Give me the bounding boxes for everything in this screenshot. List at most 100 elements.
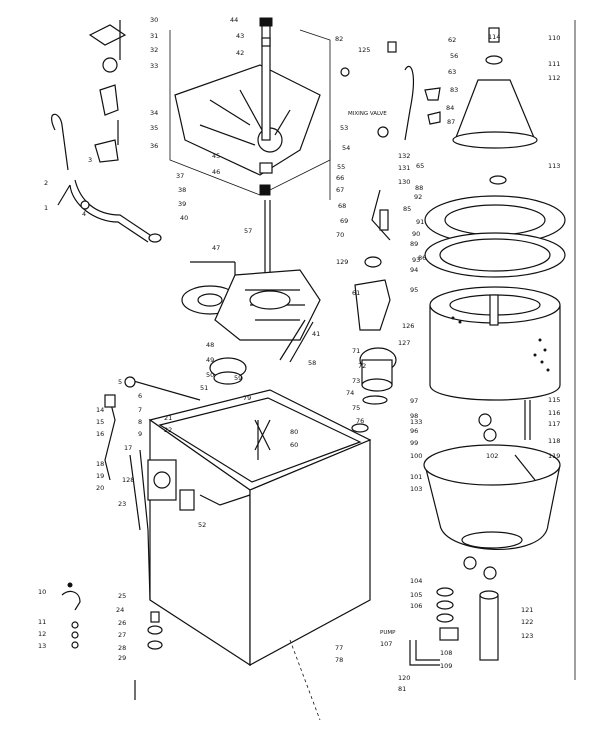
callout-56: 56 [450,52,458,60]
callout-21: 21 [164,414,172,422]
callout-133: 133 [410,418,422,426]
callout-50: 50 [206,371,214,379]
callout-121: 121 [521,606,533,614]
callout-104: 104 [410,577,422,585]
basket-perforations [451,316,550,372]
callout-76: 76 [356,417,364,425]
callout-123: 123 [521,632,533,640]
callout-29: 29 [118,654,126,662]
callout-53: 53 [340,124,348,132]
callout-80: 80 [290,428,298,436]
callout-36: 36 [150,142,158,150]
callout-13: 13 [38,642,46,650]
callout-57: 57 [244,227,252,235]
callout-labels: 3031323334353621373839404443424546574741… [38,16,560,693]
callout-32: 32 [150,46,158,54]
callout-131: 131 [398,164,410,172]
callout-109: 109 [440,662,452,670]
callout-58: 58 [308,359,316,367]
callout-92: 92 [414,193,422,201]
callout-17: 17 [124,444,132,452]
callout-39: 39 [178,200,186,208]
callout-82: 82 [335,35,343,43]
callout-59: 59 [234,374,242,382]
callout-23: 23 [118,500,126,508]
motor-group [340,41,497,442]
callout-111: 111 [548,60,560,68]
callout-31: 31 [150,32,158,40]
callout-129: 129 [336,258,348,266]
callout-24: 24 [116,606,124,614]
callout-1: 1 [44,204,48,212]
callout-45: 45 [212,152,220,160]
callout-117: 117 [548,420,560,428]
callout-81: 81 [398,685,406,693]
callout-77: 77 [335,644,343,652]
callout-66: 66 [336,174,344,182]
callout-91: 91 [416,218,424,226]
callout-25: 25 [118,592,126,600]
callout-86: 86 [418,254,426,262]
callout-110: 110 [548,34,560,42]
callout-8: 8 [138,418,142,426]
callout-107: 107 [380,640,392,648]
callout-96: 96 [410,427,418,435]
callout-3: 3 [88,156,92,164]
callout-9: 9 [138,430,142,438]
callout-67: 67 [336,186,344,194]
callout-38: 38 [178,186,186,194]
callout-125: 125 [358,46,370,54]
callout-27: 27 [118,631,126,639]
callout-90: 90 [412,230,420,238]
callout-46: 46 [212,168,220,176]
callout-42: 42 [236,49,244,57]
callout-11: 11 [38,618,46,626]
callout-12: 12 [38,630,46,638]
callout-95: 95 [410,286,418,294]
callout-18: 18 [96,460,104,468]
pump-label: PUMP [380,630,396,636]
callout-100: 100 [410,452,422,460]
callout-108: 108 [440,649,452,657]
callout-118: 118 [548,437,560,445]
transmission-group [181,200,321,385]
callout-83: 83 [450,86,458,94]
callout-30: 30 [150,16,158,24]
callout-41: 41 [312,330,320,338]
callout-128: 128 [122,476,134,484]
callout-114: 114 [488,33,500,41]
callout-20: 20 [96,484,104,492]
callout-51: 51 [200,384,208,392]
callout-37: 37 [176,172,184,180]
callout-132: 132 [398,152,410,160]
callout-89: 89 [410,240,418,248]
callout-101: 101 [410,473,422,481]
callout-85: 85 [403,205,411,213]
callout-33: 33 [150,62,158,70]
callout-84: 84 [446,104,454,112]
callout-14: 14 [96,406,104,414]
callout-116: 116 [548,409,560,417]
callout-63: 63 [448,68,456,76]
callout-120: 120 [398,674,410,682]
callout-55: 55 [337,163,345,171]
callout-94: 94 [410,266,418,274]
callout-47: 47 [212,244,220,252]
callout-52: 52 [198,521,206,529]
callout-126: 126 [402,322,414,330]
leader-lines [289,20,576,721]
callout-98: 98 [410,412,418,420]
callout-102: 102 [486,452,498,460]
callout-106: 106 [410,602,422,610]
callout-49: 49 [206,356,214,364]
callout-73: 73 [352,377,360,385]
callout-103: 103 [410,485,422,493]
callout-99: 99 [410,439,418,447]
callout-43: 43 [236,32,244,40]
callout-75: 75 [352,404,360,412]
callout-28: 28 [118,644,126,652]
callout-61: 61 [352,289,360,297]
callout-112: 112 [548,74,560,82]
